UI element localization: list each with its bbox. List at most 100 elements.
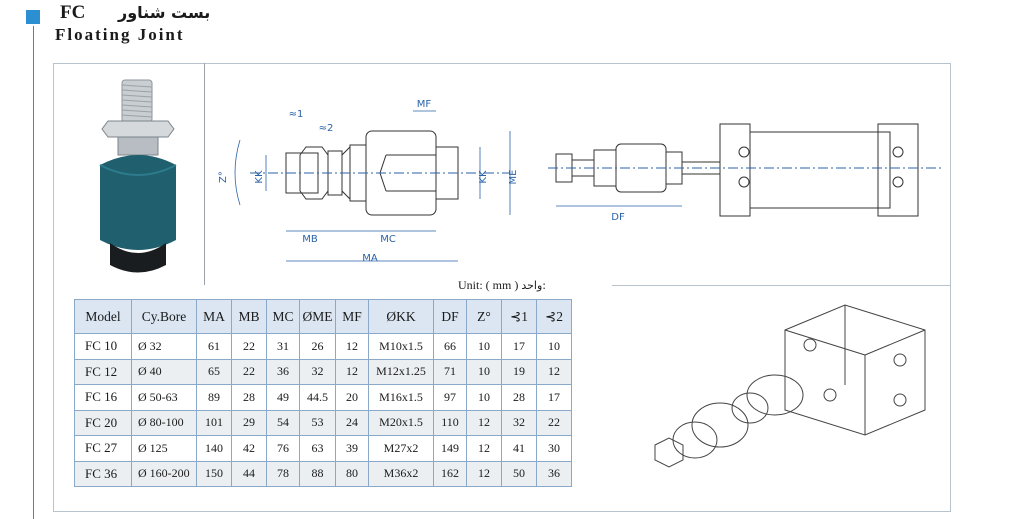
dim-kk-left: KK bbox=[254, 170, 265, 184]
cell-mb: 42 bbox=[231, 435, 267, 462]
cell-mf: 39 bbox=[335, 435, 369, 462]
cell-z: 10 bbox=[466, 384, 502, 411]
cell-me: 53 bbox=[299, 409, 336, 436]
table-row: FC 36 Ø 160-200 150 44 78 88 80 M36x2 16… bbox=[74, 460, 572, 487]
cell-model: FC 10 bbox=[74, 333, 132, 360]
product-photo bbox=[99, 79, 177, 273]
cell-s2: 30 bbox=[536, 435, 572, 462]
cell-s2: 10 bbox=[536, 333, 572, 360]
cell-mf: 80 bbox=[335, 460, 369, 487]
cell-df: 66 bbox=[433, 333, 467, 360]
cell-model: FC 20 bbox=[74, 409, 132, 436]
cell-s2: 22 bbox=[536, 409, 572, 436]
cell-mc: 76 bbox=[266, 435, 300, 462]
cell-mc: 36 bbox=[266, 358, 300, 385]
table-body: FC 10 Ø 32 61 22 31 26 12 M10x1.5 66 10 … bbox=[74, 333, 572, 487]
cell-kk: M12x1.25 bbox=[368, 358, 434, 385]
cell-mf: 20 bbox=[335, 384, 369, 411]
cell-bore: Ø 125 bbox=[131, 435, 197, 462]
cell-kk: M20x1.5 bbox=[368, 409, 434, 436]
col-header-me: ØME bbox=[299, 299, 336, 334]
cell-s2: 17 bbox=[536, 384, 572, 411]
table-row: FC 12 Ø 40 65 22 36 32 12 M12x1.25 71 10… bbox=[74, 358, 572, 385]
col-header-z: Z° bbox=[466, 299, 502, 334]
dim-z: Z° bbox=[218, 171, 229, 183]
cell-model: FC 16 bbox=[74, 384, 132, 411]
unit-note: Unit: ( mm ) واحد: bbox=[458, 278, 546, 293]
dim-me: ME bbox=[508, 170, 519, 185]
mounting-drawing: DF bbox=[548, 123, 943, 223]
cell-mb: 28 bbox=[231, 384, 267, 411]
dim-kk-right: KK bbox=[478, 170, 489, 184]
accent-square bbox=[26, 10, 40, 24]
panel-divider-horizontal bbox=[612, 285, 950, 286]
cell-s1: 17 bbox=[501, 333, 537, 360]
cell-model: FC 36 bbox=[74, 460, 132, 487]
accent-line bbox=[33, 26, 34, 519]
cell-mb: 22 bbox=[231, 333, 267, 360]
col-header-df: DF bbox=[433, 299, 467, 334]
cell-df: 162 bbox=[433, 460, 467, 487]
cell-s1: 32 bbox=[501, 409, 537, 436]
cell-s1: 28 bbox=[501, 384, 537, 411]
cell-ma: 61 bbox=[196, 333, 232, 360]
col-header-s2: ⊰2 bbox=[536, 299, 572, 334]
cell-z: 12 bbox=[466, 409, 502, 436]
cell-mc: 78 bbox=[266, 460, 300, 487]
cell-kk: M10x1.5 bbox=[368, 333, 434, 360]
cell-bore: Ø 40 bbox=[131, 358, 197, 385]
unit-value: ( mm ) bbox=[485, 278, 519, 292]
table-row: FC 20 Ø 80-100 101 29 54 53 24 M20x1.5 1… bbox=[74, 409, 572, 436]
cell-kk: M36x2 bbox=[368, 460, 434, 487]
cell-mc: 54 bbox=[266, 409, 300, 436]
cell-mb: 29 bbox=[231, 409, 267, 436]
cell-df: 149 bbox=[433, 435, 467, 462]
cell-ma: 89 bbox=[196, 384, 232, 411]
cell-mb: 22 bbox=[231, 358, 267, 385]
cell-z: 12 bbox=[466, 435, 502, 462]
cell-mb: 44 bbox=[231, 460, 267, 487]
isometric-illustration bbox=[654, 304, 926, 468]
table-header-row: Model Cy.Bore MA MB MC ØME MF ØKK DF Z° … bbox=[74, 299, 572, 334]
cell-mc: 31 bbox=[266, 333, 300, 360]
table-row: FC 16 Ø 50-63 89 28 49 44.5 20 M16x1.5 9… bbox=[74, 384, 572, 411]
col-header-bore: Cy.Bore bbox=[131, 299, 197, 334]
dim-mc: MC bbox=[380, 234, 396, 245]
cell-mf: 12 bbox=[335, 358, 369, 385]
dim-mb: MB bbox=[302, 234, 318, 245]
cell-s1: 19 bbox=[501, 358, 537, 385]
unit-label-en: Unit: bbox=[458, 278, 483, 292]
cell-mf: 12 bbox=[335, 333, 369, 360]
dim-df: DF bbox=[611, 212, 625, 223]
col-header-kk: ØKK bbox=[368, 299, 434, 334]
dimension-drawing: MF ME KK KK Z° ≈1 ≈2 MB MC MA bbox=[218, 99, 519, 264]
cell-df: 71 bbox=[433, 358, 467, 385]
title-persian: بست شناور bbox=[118, 3, 211, 22]
dim-mf: MF bbox=[417, 99, 432, 110]
cell-ma: 140 bbox=[196, 435, 232, 462]
cell-mc: 49 bbox=[266, 384, 300, 411]
cell-bore: Ø 160-200 bbox=[131, 460, 197, 487]
unit-label-fa: واحد: bbox=[521, 279, 547, 292]
title-english: Floating Joint bbox=[55, 25, 185, 44]
col-header-s1: ⊰1 bbox=[501, 299, 537, 334]
cell-z: 12 bbox=[466, 460, 502, 487]
cell-ma: 101 bbox=[196, 409, 232, 436]
panel-divider-vertical bbox=[204, 63, 205, 285]
table-row: FC 10 Ø 32 61 22 31 26 12 M10x1.5 66 10 … bbox=[74, 333, 572, 360]
cell-mf: 24 bbox=[335, 409, 369, 436]
cell-kk: M16x1.5 bbox=[368, 384, 434, 411]
cell-df: 97 bbox=[433, 384, 467, 411]
cell-me: 63 bbox=[299, 435, 336, 462]
cell-me: 44.5 bbox=[299, 384, 336, 411]
cell-model: FC 27 bbox=[74, 435, 132, 462]
cell-me: 88 bbox=[299, 460, 336, 487]
col-header-mc: MC bbox=[266, 299, 300, 334]
product-code: FC bbox=[60, 2, 86, 23]
cell-kk: M27x2 bbox=[368, 435, 434, 462]
spec-table: Model Cy.Bore MA MB MC ØME MF ØKK DF Z° … bbox=[74, 299, 572, 487]
cell-z: 10 bbox=[466, 358, 502, 385]
cell-s2: 12 bbox=[536, 358, 572, 385]
cell-me: 26 bbox=[299, 333, 336, 360]
cell-s2: 36 bbox=[536, 460, 572, 487]
